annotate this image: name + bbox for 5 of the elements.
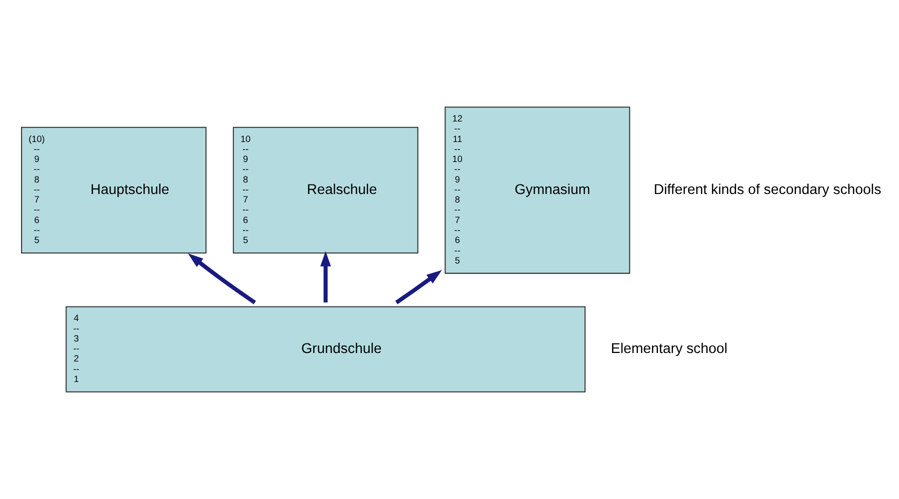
arrow xyxy=(188,253,256,304)
label: Different kinds of secondary schools xyxy=(654,182,882,198)
arrow xyxy=(320,251,331,302)
arrow xyxy=(395,270,442,304)
label: Elementary school xyxy=(610,341,728,358)
